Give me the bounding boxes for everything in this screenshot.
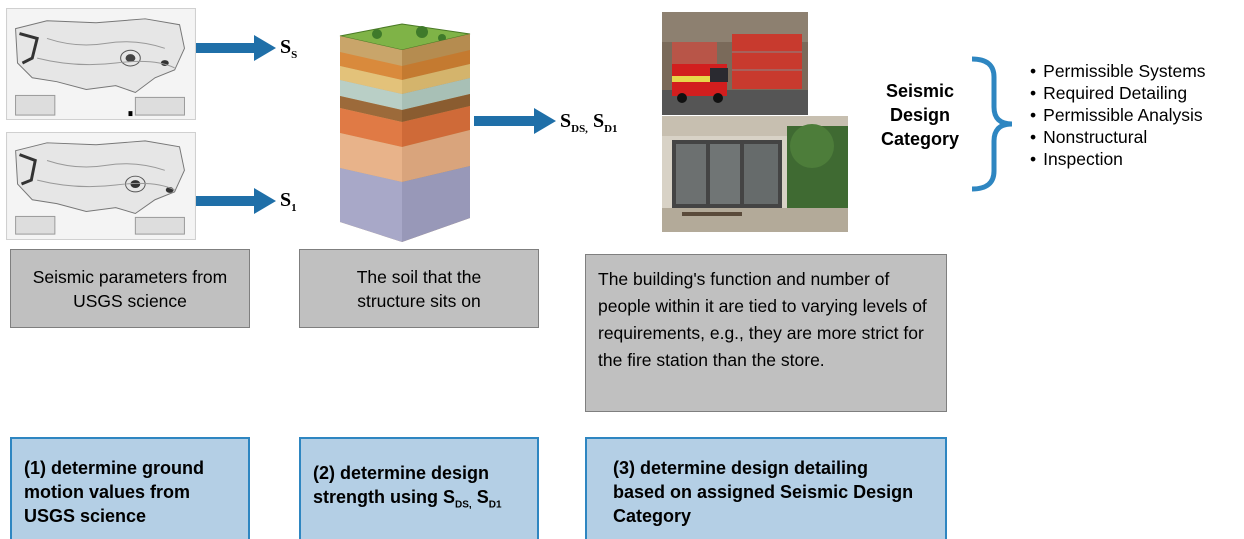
right-arrow-icon: [196, 188, 276, 214]
soil-caption-box: The soil that the structure sits on: [299, 249, 539, 328]
step1-text: (1) determine ground motion values from …: [24, 458, 205, 526]
list-item: Permissible Systems: [1030, 60, 1205, 82]
sdc-title-line2: Design: [889, 105, 950, 125]
soil-column-image: [339, 23, 471, 242]
right-arrow-icon: [474, 108, 556, 134]
store-photo: [662, 116, 848, 232]
step3-box: (3) determine design detailing based on …: [585, 437, 947, 539]
list-item: Inspection: [1030, 148, 1206, 170]
fire-station-photo: [662, 12, 808, 115]
usgs-caption: Seismic parameters from USGS science: [32, 266, 228, 311]
usgs-caption-box: Seismic parameters from USGS science: [10, 249, 250, 328]
right-arrow-icon: [196, 35, 276, 61]
building-caption-box: The building's function and number of pe…: [585, 254, 947, 412]
step3-text: (3) determine design detailing based on …: [613, 458, 914, 526]
list-item: Required Detailing: [1030, 82, 1206, 104]
list-item: Nonstructural: [1030, 126, 1206, 148]
sdc-title-line3: Category: [880, 129, 960, 149]
building-caption: The building's function and number of pe…: [598, 269, 927, 370]
sds-sd1-label: SDS, SD1: [560, 110, 618, 135]
curly-brace-icon: [971, 56, 1013, 192]
step2-box: (2) determine design strength using SDS,…: [299, 437, 539, 539]
sdc-requirements-list: Permissible Systems Required Detailing P…: [1030, 60, 1206, 170]
sdc-title: Seismic Design Category: [866, 79, 974, 151]
step2-text: (2) determine design strength using: [313, 463, 490, 507]
list-item: Permissible Analysis: [1030, 104, 1206, 126]
usgs-map-ss-image: [6, 8, 196, 120]
ss-label: SS: [280, 36, 298, 61]
step1-box: (1) determine ground motion values from …: [10, 437, 250, 539]
usgs-map-s1-image: [6, 132, 196, 240]
sdc-title-line1: Seismic: [885, 81, 955, 101]
s1-label: S1: [280, 189, 297, 214]
soil-caption: The soil that the structure sits on: [356, 266, 482, 311]
